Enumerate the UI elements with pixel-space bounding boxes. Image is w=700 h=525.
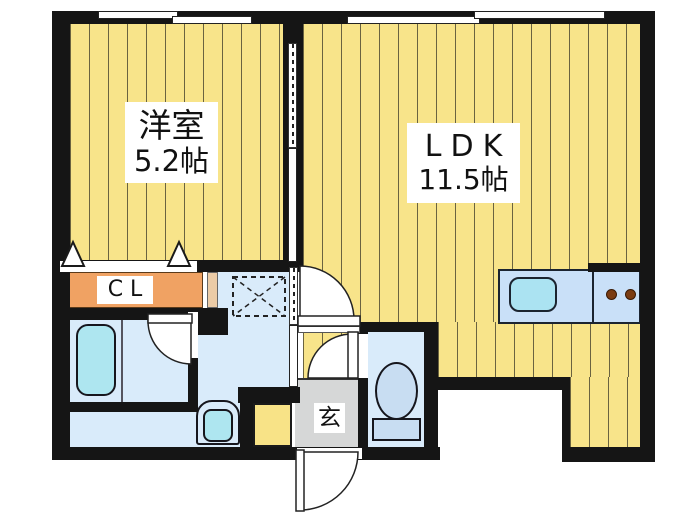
entrance-name: 玄 [318, 404, 341, 431]
bedroom-label: 洋室 5.2帖 [125, 102, 218, 183]
entrance-door-swing [299, 451, 359, 511]
wall-toilet-top [352, 322, 438, 332]
kitchen-divider [592, 269, 594, 324]
closet-door-triangle [166, 239, 192, 267]
bath-door-opening [188, 312, 198, 358]
wall-toilet-left [358, 378, 368, 448]
bedroom-window [172, 16, 252, 24]
ldk-floor-mid [438, 322, 641, 377]
ldk-window [474, 11, 605, 19]
bedroom-size: 5.2帖 [133, 143, 210, 178]
wall-bath-right [188, 358, 198, 412]
ldk-label: LDK 11.5帖 [407, 123, 520, 203]
ldk-door-swing [299, 265, 355, 321]
wall-column-left [562, 377, 570, 455]
toilet-door-opening [358, 334, 368, 378]
closet-door-opening [60, 261, 197, 272]
closet-name: CL [107, 277, 150, 303]
ldk-door-leaf [297, 315, 361, 327]
wall-washroom-corner [196, 310, 228, 335]
wall-left [52, 11, 70, 460]
wall-stub-vertical [240, 403, 253, 458]
bedroom-window [98, 11, 178, 19]
kitchen-sink [509, 277, 557, 312]
washbasin-bowl [203, 409, 233, 442]
closet-door-triangle [60, 239, 86, 267]
bedroom-name: 洋室 [138, 105, 205, 145]
wall-bath-bottom [52, 402, 198, 412]
entrance-door-leaf [295, 449, 305, 512]
wall-bottom-right [562, 447, 655, 462]
ldk-name: LDK [424, 128, 512, 164]
bedroom-sliding-door-track [288, 43, 297, 148]
bath-door-swing [147, 320, 192, 365]
stove-burner [606, 289, 617, 300]
bath-door-leaf [147, 313, 193, 324]
wall-right [640, 11, 655, 462]
wall-ldk-mid-bottom [424, 377, 570, 390]
wall-toilet-left [358, 322, 368, 334]
washroom-sliding-door-panel [289, 325, 298, 387]
toilet-door-swing [307, 333, 353, 379]
bathtub [76, 324, 116, 396]
ldk-floor-column [570, 377, 641, 447]
wall-kitchen-stub [588, 263, 640, 272]
toilet-door-leaf [347, 331, 359, 379]
wall-stub-horizontal [238, 387, 300, 403]
washing-machine-space [232, 276, 286, 317]
closet-label: CL [97, 276, 153, 304]
washroom-sliding-door-track [289, 267, 298, 325]
closet-pillar [207, 272, 218, 308]
bath-divider [121, 318, 123, 402]
hall-step [253, 403, 292, 447]
ldk-size: 11.5帖 [418, 163, 509, 197]
ldk-window [347, 16, 480, 24]
toilet-bowl [375, 362, 418, 420]
bedroom-sliding-door-panel [288, 148, 297, 262]
entrance-label: 玄 [314, 403, 345, 433]
stove-burner [625, 289, 636, 300]
